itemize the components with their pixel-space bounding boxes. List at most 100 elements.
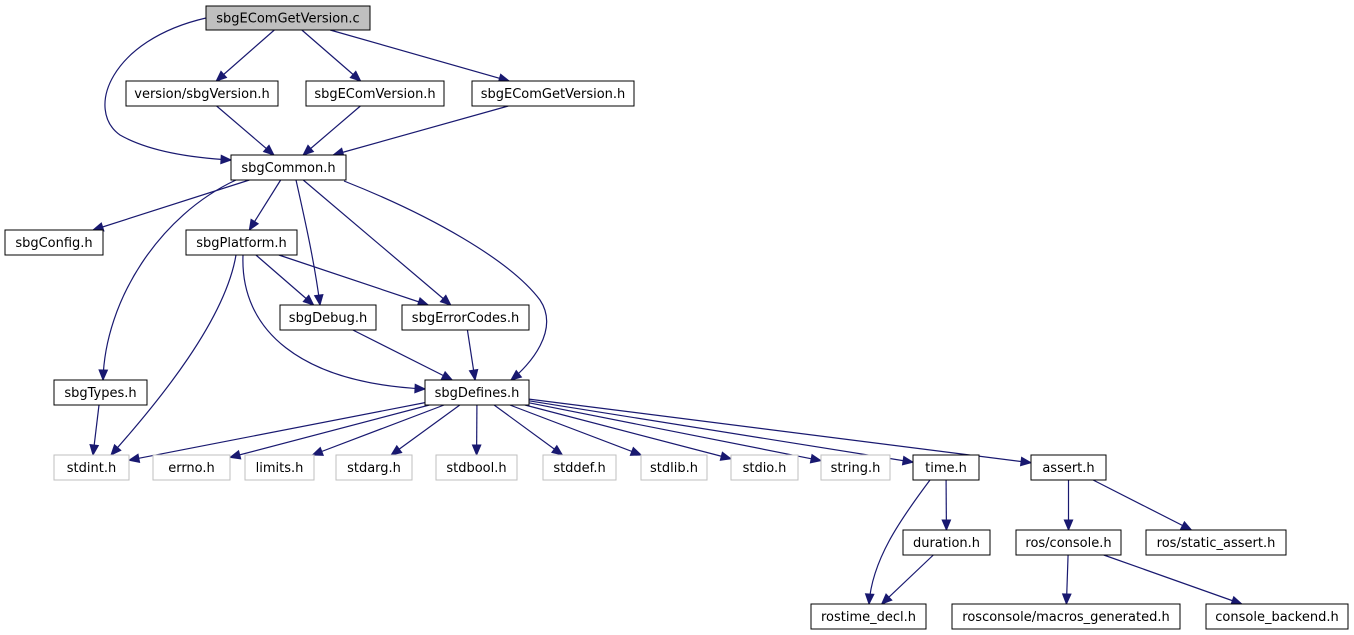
node-box xyxy=(53,454,130,481)
node-box xyxy=(902,529,991,556)
edge-root-to-version xyxy=(215,29,275,82)
node-config[interactable]: sbgConfig.h xyxy=(4,229,104,256)
edge-defines-to-stddef xyxy=(493,404,563,456)
node-box xyxy=(810,603,927,630)
node-label: sbgPlatform.h xyxy=(196,236,286,251)
node-box xyxy=(1030,454,1107,481)
node-box xyxy=(125,80,279,107)
node-assert[interactable]: assert.h xyxy=(1030,454,1107,481)
node-stddef: stddef.h xyxy=(542,454,617,481)
node-label: stdint.h xyxy=(67,461,116,476)
node-types[interactable]: sbgTypes.h xyxy=(53,379,148,406)
node-ecomversion[interactable]: sbgEComVersion.h xyxy=(305,80,445,107)
node-box xyxy=(335,454,413,481)
node-box xyxy=(424,379,530,406)
edge-defines-to-errno xyxy=(229,404,430,458)
node-version[interactable]: version/sbgVersion.h xyxy=(125,80,279,107)
node-label: sbgEComVersion.h xyxy=(314,87,435,102)
arrowhead-root-to-ecomversion xyxy=(349,70,362,82)
arrowhead-root-to-common xyxy=(220,154,233,165)
edge-common-to-errorcodes xyxy=(302,179,452,306)
node-label: stddef.h xyxy=(553,461,605,476)
edge-defines-to-string xyxy=(528,402,822,462)
node-label: ros/console.h xyxy=(1025,536,1111,551)
edge-defines-to-stdint xyxy=(128,402,426,461)
edge-defines-to-time xyxy=(528,400,914,463)
arrowhead-defines-to-assert xyxy=(1019,456,1033,467)
edge-debug-to-defines xyxy=(352,329,453,381)
arrowhead-ecomversion-to-common xyxy=(302,144,315,156)
node-macrosgen[interactable]: rosconsole/macros_generated.h xyxy=(951,603,1181,630)
arrowhead-defines-to-errno xyxy=(228,449,242,460)
node-stdint: stdint.h xyxy=(53,454,130,481)
arrowhead-defines-to-time xyxy=(901,455,915,466)
node-label: sbgDebug.h xyxy=(289,311,367,326)
node-time[interactable]: time.h xyxy=(912,454,980,481)
node-box xyxy=(1205,603,1349,630)
edge-common-to-debug xyxy=(295,179,321,306)
node-box xyxy=(820,454,891,481)
arrowhead-platform-to-debug xyxy=(302,294,315,306)
node-ecomgetversion[interactable]: sbgEComGetVersion.h xyxy=(471,80,635,107)
node-box xyxy=(244,454,315,481)
node-label: string.h xyxy=(831,461,881,476)
node-box xyxy=(230,154,347,181)
node-common[interactable]: sbgCommon.h xyxy=(230,154,347,181)
arrowhead-rosconsole-to-consolebackend xyxy=(1230,595,1243,606)
node-consolebackend[interactable]: console_backend.h xyxy=(1205,603,1349,630)
node-box xyxy=(53,379,148,406)
edge-root-to-common xyxy=(104,17,232,161)
node-box xyxy=(305,80,445,107)
arrowhead-duration-to-rostimedecl xyxy=(880,593,893,605)
edge-defines-to-stdarg xyxy=(390,404,461,456)
node-label: sbgConfig.h xyxy=(15,236,92,251)
edge-platform-to-stdint xyxy=(110,254,237,456)
node-stdbool: stdbool.h xyxy=(435,454,518,481)
node-stdio: stdio.h xyxy=(730,454,799,481)
node-staticassert[interactable]: ros/static_assert.h xyxy=(1145,529,1287,556)
edge-platform-to-errorcodes xyxy=(278,254,429,306)
edge-assert-to-staticassert xyxy=(1092,479,1192,531)
node-debug[interactable]: sbgDebug.h xyxy=(279,304,377,331)
arrowhead-debug-to-defines xyxy=(440,370,454,381)
edge-common-to-defines xyxy=(343,180,548,381)
node-stdarg: stdarg.h xyxy=(335,454,413,481)
node-rostimedecl[interactable]: rostime_decl.h xyxy=(810,603,927,630)
node-box xyxy=(1145,529,1287,556)
node-box xyxy=(471,80,635,107)
arrowhead-rosconsole-to-macrosgen xyxy=(1061,593,1072,606)
node-rosconsole[interactable]: ros/console.h xyxy=(1015,529,1122,556)
node-root[interactable]: sbgEComGetVersion.c xyxy=(205,5,371,31)
node-platform[interactable]: sbgPlatform.h xyxy=(185,229,298,256)
node-stdlib: stdlib.h xyxy=(640,454,708,481)
node-label: stdarg.h xyxy=(347,461,401,476)
node-label: sbgDefines.h xyxy=(435,386,520,401)
arrowhead-time-to-duration xyxy=(941,519,952,532)
arrowhead-assert-to-staticassert xyxy=(1179,520,1193,531)
node-duration[interactable]: duration.h xyxy=(902,529,991,556)
node-label: stdbool.h xyxy=(446,461,506,476)
node-defines[interactable]: sbgDefines.h xyxy=(424,379,530,406)
node-string: string.h xyxy=(820,454,891,481)
node-box xyxy=(435,454,518,481)
node-box xyxy=(730,454,799,481)
arrowhead-common-to-platform xyxy=(248,218,260,232)
edge-defines-to-stdio xyxy=(524,404,732,460)
node-label: sbgEComGetVersion.h xyxy=(481,87,626,102)
node-box xyxy=(205,5,371,31)
arrowhead-defines-to-stdbool xyxy=(471,444,482,457)
arrowhead-version-to-common xyxy=(262,144,275,156)
node-label: sbgTypes.h xyxy=(64,386,136,401)
node-errorcodes[interactable]: sbgErrorCodes.h xyxy=(401,304,530,331)
node-label: stdio.h xyxy=(743,461,787,476)
node-limits: limits.h xyxy=(244,454,315,481)
arrowhead-defines-to-stdio xyxy=(719,451,733,461)
node-label: rostime_decl.h xyxy=(821,610,916,625)
edge-defines-to-stdlib xyxy=(509,404,642,456)
node-label: duration.h xyxy=(913,536,980,551)
node-label: sbgEComGetVersion.c xyxy=(216,12,359,27)
arrowhead-common-to-defines xyxy=(509,369,523,381)
node-box xyxy=(4,229,104,256)
arrowhead-assert-to-rosconsole xyxy=(1063,519,1074,532)
